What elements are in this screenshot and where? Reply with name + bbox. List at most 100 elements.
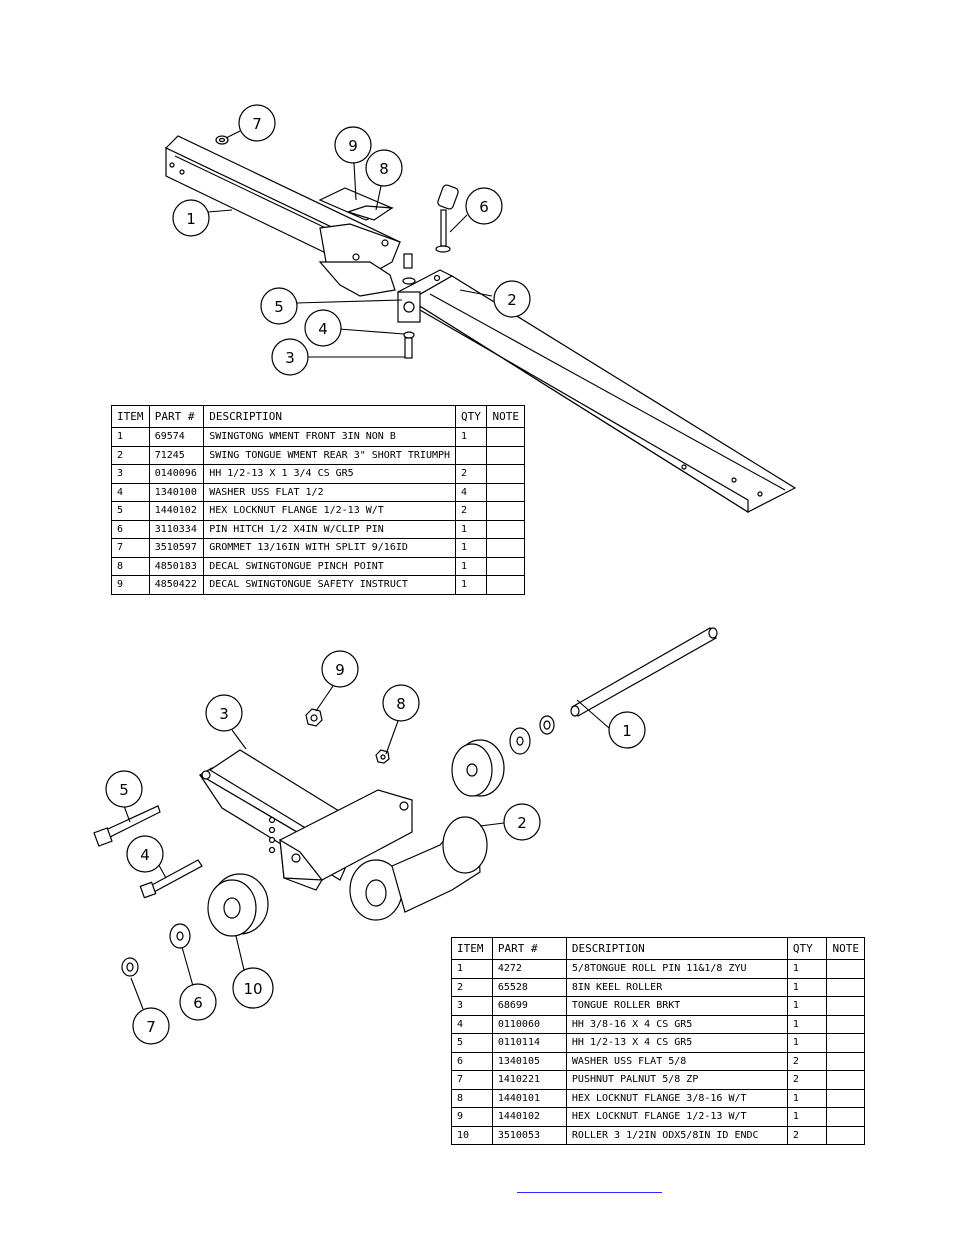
callout-1: 1: [622, 722, 632, 740]
cell-note: [486, 464, 525, 484]
front-tongue-weldment: [164, 135, 402, 297]
cell-note: [826, 1125, 865, 1145]
cell-qty: 1: [455, 538, 488, 558]
hitch-pin: [435, 184, 459, 253]
cell-description: 5/8TONGUE ROLL PIN 11&1/8 ZYU: [565, 959, 788, 979]
callout-7: 7: [146, 1018, 156, 1036]
cell-note: [486, 575, 525, 595]
cell-qty: 1: [786, 959, 828, 979]
cell-note: [826, 1107, 865, 1127]
cell-qty: 1: [455, 575, 488, 595]
cell-qty: 2: [786, 1125, 828, 1145]
decals: [318, 187, 394, 221]
cell-description: WASHER USS FLAT 1/2: [203, 482, 457, 502]
cell-qty: 1: [786, 1107, 828, 1127]
cell-part: 0110114: [491, 1033, 567, 1053]
col-note: NOTE: [486, 405, 525, 428]
cell-item: 4: [111, 482, 150, 502]
cell-qty: 2: [786, 1051, 828, 1071]
cell-description: HEX LOCKNUT FLANGE 1/2-13 W/T: [203, 501, 457, 521]
cell-part: 3110334: [148, 519, 205, 539]
upper-callouts: 1 2 3 4 5 6 7 8 9: [172, 104, 531, 376]
rear-tongue-weldment: [396, 269, 797, 514]
cell-description: HEX LOCKNUT FLANGE 3/8-16 W/T: [565, 1088, 788, 1108]
cell-note: [826, 1088, 865, 1108]
callout-4: 4: [318, 320, 328, 338]
cell-item: 8: [111, 556, 150, 576]
callout-10: 10: [243, 980, 262, 998]
cell-qty: 1: [786, 1088, 828, 1108]
col-description: DESCRIPTION: [565, 937, 788, 960]
cell-item: 8: [451, 1088, 493, 1108]
cell-item: 1: [111, 427, 150, 447]
table-header-row: ITEM PART # DESCRIPTION QTY NOTE: [451, 937, 865, 960]
cell-qty: 1: [786, 977, 828, 997]
end-roller-lower: [207, 873, 269, 937]
cell-qty: 1: [455, 427, 488, 447]
cell-description: HH 1/2-13 X 4 CS GR5: [565, 1033, 788, 1053]
cell-part: 65528: [491, 977, 567, 997]
col-item: ITEM: [111, 405, 150, 428]
callout-5: 5: [119, 781, 129, 799]
cell-description: DECAL SWINGTONGUE SAFETY INSTRUCT: [203, 575, 457, 595]
cell-item: 7: [111, 538, 150, 558]
cell-description: WASHER USS FLAT 5/8: [565, 1051, 788, 1071]
table-header-row: ITEM PART # DESCRIPTION QTY NOTE: [111, 405, 525, 428]
cell-item: 2: [451, 977, 493, 997]
cell-note: [826, 959, 865, 979]
cell-note: [486, 538, 525, 558]
callout-8: 8: [379, 160, 389, 178]
cell-qty: 2: [455, 464, 488, 484]
cell-note: [486, 427, 525, 447]
nuts-lower: [305, 708, 390, 764]
cell-item: 3: [451, 996, 493, 1016]
cell-part: 3510597: [148, 538, 205, 558]
cell-description: ROLLER 3 1/2IN ODX5/8IN ID ENDC: [565, 1125, 788, 1145]
cell-note: [826, 1014, 865, 1034]
cell-part: 0110060: [491, 1014, 567, 1034]
keel-roller: [349, 816, 488, 921]
cell-item: 1: [451, 959, 493, 979]
upper-leaders: [207, 130, 493, 358]
cell-note: [486, 556, 525, 576]
callout-7: 7: [252, 115, 262, 133]
cell-qty: 2: [786, 1070, 828, 1090]
col-part: PART #: [491, 937, 567, 960]
cell-description: DECAL SWINGTONGUE PINCH POINT: [203, 556, 457, 576]
cell-note: [486, 501, 525, 521]
callout-4: 4: [140, 846, 150, 864]
cell-note: [826, 1070, 865, 1090]
callout-3: 3: [285, 349, 295, 367]
cell-qty: 2: [455, 501, 488, 521]
cell-qty: 4: [455, 482, 488, 502]
cell-part: 69574: [148, 427, 205, 447]
bolts-lower: [93, 805, 203, 899]
cell-description: TONGUE ROLLER BRKT: [565, 996, 788, 1016]
cell-qty: 1: [786, 1014, 828, 1034]
cell-note: [826, 1033, 865, 1053]
grommet: [215, 135, 229, 145]
cell-description: GROMMET 13/16IN WITH SPLIT 9/16ID: [203, 538, 457, 558]
cell-item: 9: [111, 575, 150, 595]
cell-description: HH 3/8-16 X 4 CS GR5: [565, 1014, 788, 1034]
cell-description: PIN HITCH 1/2 X4IN W/CLIP PIN: [203, 519, 457, 539]
callout-9: 9: [335, 661, 345, 679]
cell-part: 3510053: [491, 1125, 567, 1145]
footer-link-underline[interactable]: [517, 1180, 662, 1193]
cell-item: 6: [111, 519, 150, 539]
cell-note: [826, 977, 865, 997]
